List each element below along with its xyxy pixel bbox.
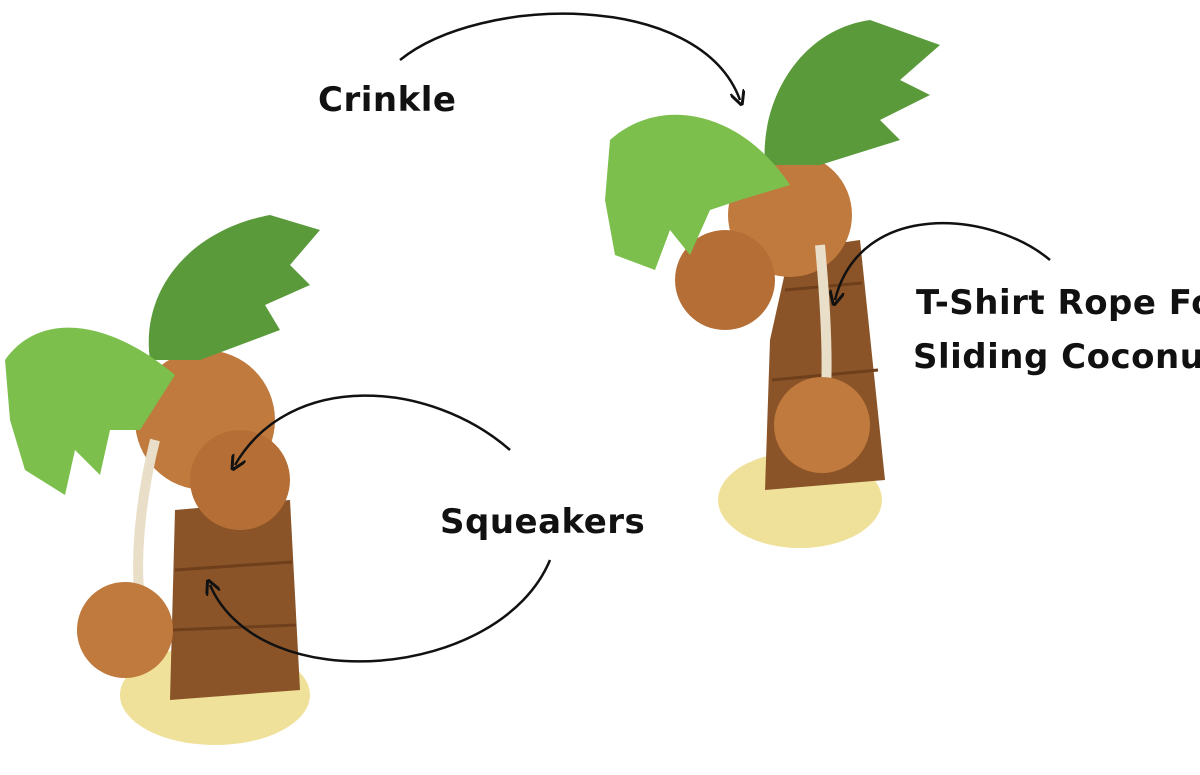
right-toy-hanging-coconut xyxy=(774,377,870,473)
right-toy-rope xyxy=(815,244,832,391)
squeakers-label: Squeakers xyxy=(440,502,646,542)
left-toy-hanging-coconut xyxy=(77,582,173,678)
left-toy-trunk xyxy=(170,500,300,700)
left-toy-leaf-top xyxy=(148,215,320,360)
right-palm-toy xyxy=(605,20,940,548)
crinkle-label: Crinkle xyxy=(318,80,457,120)
squeaker-arrow-lower xyxy=(210,559,552,663)
left-toy-leaf-left xyxy=(5,327,175,495)
squeaker-arrow-upper xyxy=(235,394,511,465)
left-toy-rope xyxy=(133,438,160,601)
rope-label-line-2: Sliding Coconuts xyxy=(913,337,1200,377)
left-palm-toy xyxy=(5,215,320,745)
right-toy-leaf-left xyxy=(605,114,790,270)
rope-label-line-1: T-Shirt Rope For xyxy=(916,283,1200,323)
crinkle-arrow xyxy=(399,12,740,100)
right-toy-leaf-top xyxy=(764,20,940,165)
rope-arrow xyxy=(835,221,1051,300)
